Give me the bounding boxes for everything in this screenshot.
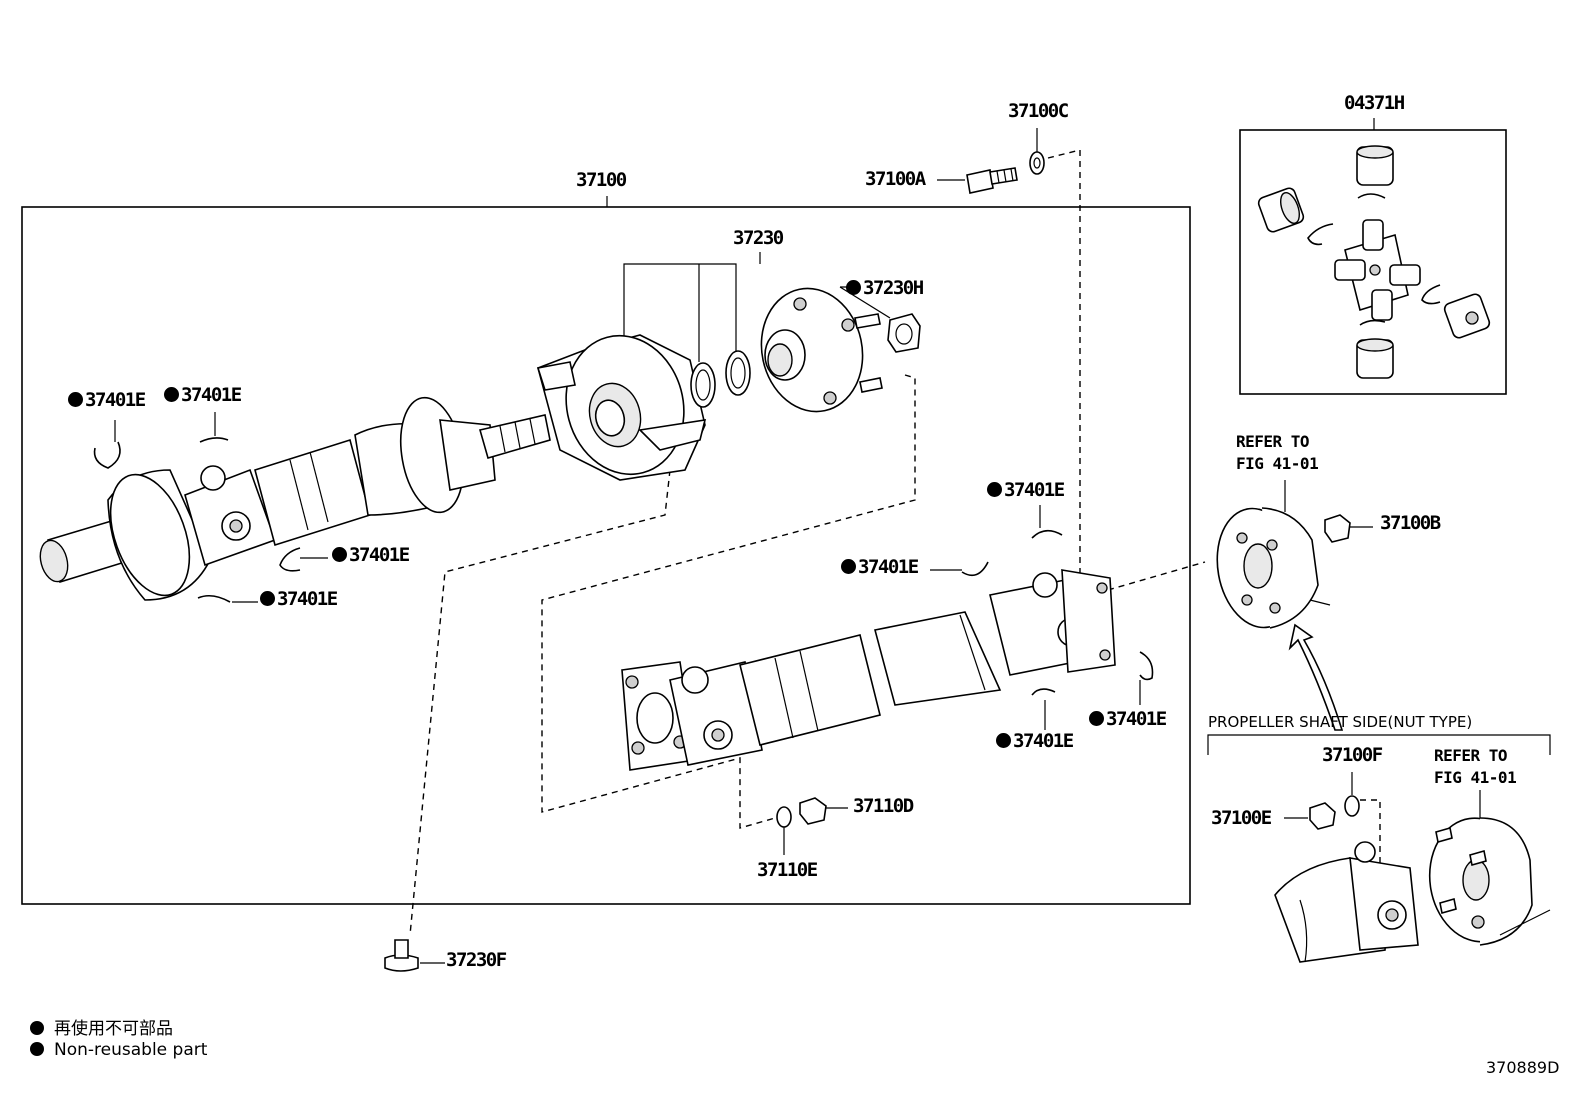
washer-37100C: [1029, 151, 1045, 175]
washer-a: [690, 362, 716, 408]
non-reusable-dot-icon: [996, 733, 1011, 748]
nut-37110D: [799, 797, 827, 825]
label-37100: 37100: [576, 169, 627, 191]
label-37110D: 37110D: [853, 795, 914, 817]
assembly-frame-37100: [21, 206, 1191, 905]
nut-37230H: [887, 313, 921, 353]
label-37100E: 37100E: [1211, 807, 1272, 829]
detail-bracket: [1207, 734, 1551, 755]
snap-ring-3: [279, 547, 301, 572]
label-37401E-2: 37401E: [164, 386, 242, 405]
washer-37110E: [776, 806, 792, 828]
snap-ring-5: [1031, 529, 1063, 539]
nut-37100B: [1324, 514, 1351, 543]
label-37100A: 37100A: [865, 168, 926, 190]
diagram-id: 370889D: [1486, 1058, 1560, 1077]
universal-joint-kit: [1257, 145, 1491, 379]
bolt-37230F: [384, 939, 419, 972]
label-37110E: 37110E: [757, 859, 818, 881]
note-fig-ref-2: FIG 41-01: [1434, 768, 1517, 787]
legend-english: Non-reusable part: [30, 1040, 207, 1060]
label-37230H: 37230H: [846, 279, 924, 298]
label-04371H: 04371H: [1344, 92, 1405, 114]
non-reusable-dot-icon: [164, 387, 179, 402]
rear-propeller-shaft: [621, 569, 1116, 771]
label-37401E-7: 37401E: [1089, 710, 1167, 729]
note-refer-to-2: REFER TO: [1434, 746, 1508, 765]
bolt-37100A: [966, 167, 1018, 194]
non-reusable-dot-icon: [332, 547, 347, 562]
non-reusable-dot-icon: [1089, 711, 1104, 726]
note-propeller-side: PROPELLER SHAFT SIDE(NUT TYPE): [1208, 713, 1473, 731]
label-37100B: 37100B: [1380, 512, 1441, 534]
non-reusable-dot-icon: [68, 392, 83, 407]
non-reusable-dot-icon: [841, 559, 856, 574]
legend-japanese: 再使用不可部品: [30, 1014, 173, 1039]
center-support-bearing: [536, 334, 707, 481]
label-37100F: 37100F: [1322, 744, 1383, 766]
snap-ring-4: [197, 594, 231, 603]
washer-b: [725, 350, 751, 396]
snap-ring-6: [961, 561, 989, 577]
kit-frame-04371H: [1239, 129, 1507, 395]
snap-ring-2: [199, 437, 229, 443]
arrow: [1288, 623, 1344, 731]
non-reusable-dot-icon: [987, 482, 1002, 497]
label-37100C: 37100C: [1008, 100, 1069, 122]
label-37401E-1: 37401E: [68, 391, 146, 410]
label-37401E-5: 37401E: [987, 481, 1065, 500]
snap-ring-1: [93, 441, 121, 469]
note-fig-ref-1: FIG 41-01: [1236, 454, 1319, 473]
label-37401E-6: 37401E: [841, 558, 919, 577]
detail-propeller-side: [1274, 772, 1551, 963]
non-reusable-dot-icon: [30, 1042, 44, 1056]
front-propeller-shaft: [39, 396, 551, 601]
note-refer-to-1: REFER TO: [1236, 432, 1310, 451]
label-37230: 37230: [733, 227, 784, 249]
snap-ring-7: [1031, 688, 1056, 696]
label-37401E-8: 37401E: [996, 732, 1074, 751]
non-reusable-dot-icon: [846, 280, 861, 295]
snap-ring-8: [1139, 651, 1154, 681]
non-reusable-dot-icon: [30, 1021, 44, 1035]
non-reusable-dot-icon: [260, 591, 275, 606]
label-37401E-3: 37401E: [332, 546, 410, 565]
companion-flange: [1216, 480, 1331, 629]
label-37230F: 37230F: [446, 949, 507, 971]
label-37401E-4: 37401E: [260, 590, 338, 609]
flange-yoke: [760, 287, 883, 413]
